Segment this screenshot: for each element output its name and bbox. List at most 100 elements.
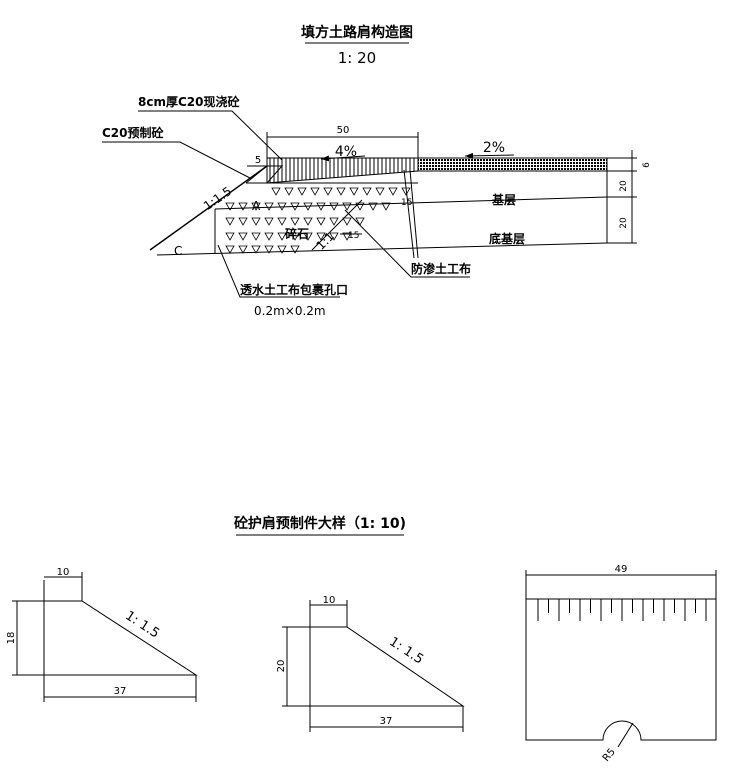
slope-4-arrow [320,155,366,162]
seepage-geotextile [403,169,415,259]
mid-height-text: 20 [276,660,287,673]
gravel-triangle [264,245,274,254]
gravel-triangle [251,245,261,254]
gravel-triangle [225,245,235,254]
mid-bottom-text: 37 [380,716,393,727]
middle-precast-block [309,626,465,707]
dim-50-text: 50 [337,125,350,136]
point-c: C [174,244,182,258]
gravel-triangle [225,217,235,226]
left-bottom-text: 37 [114,686,127,697]
gravel-triangle [362,187,372,196]
gravel-triangle [290,202,300,211]
gravel-triangle [297,187,307,196]
dim-15a: 15 [401,198,412,208]
gravel-triangle [238,232,248,241]
right-precast-block [525,598,717,741]
gravel-triangle [290,245,300,254]
seep-cloth-leader [344,209,470,278]
gravel-triangle [238,217,248,226]
gravel-triangle [316,232,326,241]
drain-cloth-label: 透水土工布包裹孔口 [240,282,348,297]
gravel-triangle [251,232,261,241]
radius-text: R5 [601,747,618,764]
left-slope-text: 1: 1.5 [122,608,162,641]
gravel-triangle [284,187,294,196]
gravel-triangle [329,202,339,211]
gravel-triangle [316,217,326,226]
gravel-triangle [251,202,261,211]
point-a: A [252,199,261,213]
dim-20a: 20 [619,180,629,192]
subbase-label: 底基层 [489,231,525,246]
gravel-triangle [277,232,287,241]
gravel-triangle [349,187,359,196]
section-scale: 1: 20 [338,49,376,67]
radius-leader [617,722,634,748]
gravel-triangle [277,217,287,226]
gravel-triangle [355,217,365,226]
gravel-triangle [342,202,352,211]
gravel-triangle [355,202,365,211]
dim-15b: 15 [348,231,359,241]
dim-20b: 20 [619,217,629,229]
gravel-triangle [238,202,248,211]
gravel-fill [225,187,411,254]
gravel-triangle [316,202,326,211]
gravel-triangle [310,187,320,196]
gravel-triangle [329,217,339,226]
left-top-text: 10 [57,567,70,578]
gravel-triangle [303,217,313,226]
gravel-triangle [401,187,411,196]
gravel-triangle [381,202,391,211]
gravel-triangle [264,202,274,211]
cast-concrete-leader [138,110,283,161]
left-height-text: 18 [6,632,17,645]
gravel-triangle [264,217,274,226]
gravel-triangle [342,217,352,226]
gravel-triangle [225,232,235,241]
gravel-triangle [329,232,339,241]
cast-concrete-layer [266,157,419,184]
embankment-slope [149,165,268,251]
slope-11-line [311,199,363,251]
gravel-triangle [303,202,313,211]
gravel-triangle [368,202,378,211]
slope-2-text: 2% [483,140,505,156]
mid-slope-text: 1: 1.5 [386,634,426,667]
gravel-triangle [323,187,333,196]
gravel-triangle [271,187,281,196]
gravel-triangle [303,232,313,241]
gravel-triangle [225,202,235,211]
right-block-ticks [537,599,707,621]
seep-cloth-label: 防渗土工布 [411,261,471,276]
base-label: 基层 [491,192,516,207]
section-title: 填方土路肩构造图 [301,24,413,41]
right-width-text: 49 [615,564,628,575]
gravel-triangle [251,217,261,226]
gravel-triangle [238,245,248,254]
drain-cloth-leader [217,244,340,298]
pavement-surface [417,157,608,172]
gravel-triangle [277,245,287,254]
gravel-triangle [336,187,346,196]
gravel-triangle [375,187,385,196]
gravel-triangle [290,217,300,226]
slope-4-text: 4% [335,144,357,160]
hole-size-label: 0.2m×0.2m [254,304,326,318]
gravel-triangle [342,232,352,241]
subbase-layer-line [156,242,608,256]
dim-6: 6 [642,162,652,168]
gravel-triangle [290,232,300,241]
gravel-triangle [277,202,287,211]
gravel-label: 碎石 [285,226,309,241]
seepage-geotextile-2 [409,169,419,259]
dim-5-text: 5 [255,155,261,166]
precast-concrete-leader [102,141,251,179]
mid-top-text: 10 [323,595,336,606]
gravel-triangle [264,232,274,241]
gravel-triangle [388,187,398,196]
detail-title: 砼护肩预制件大样（1: 10) [234,515,406,532]
slope-2-arrow [464,152,515,159]
